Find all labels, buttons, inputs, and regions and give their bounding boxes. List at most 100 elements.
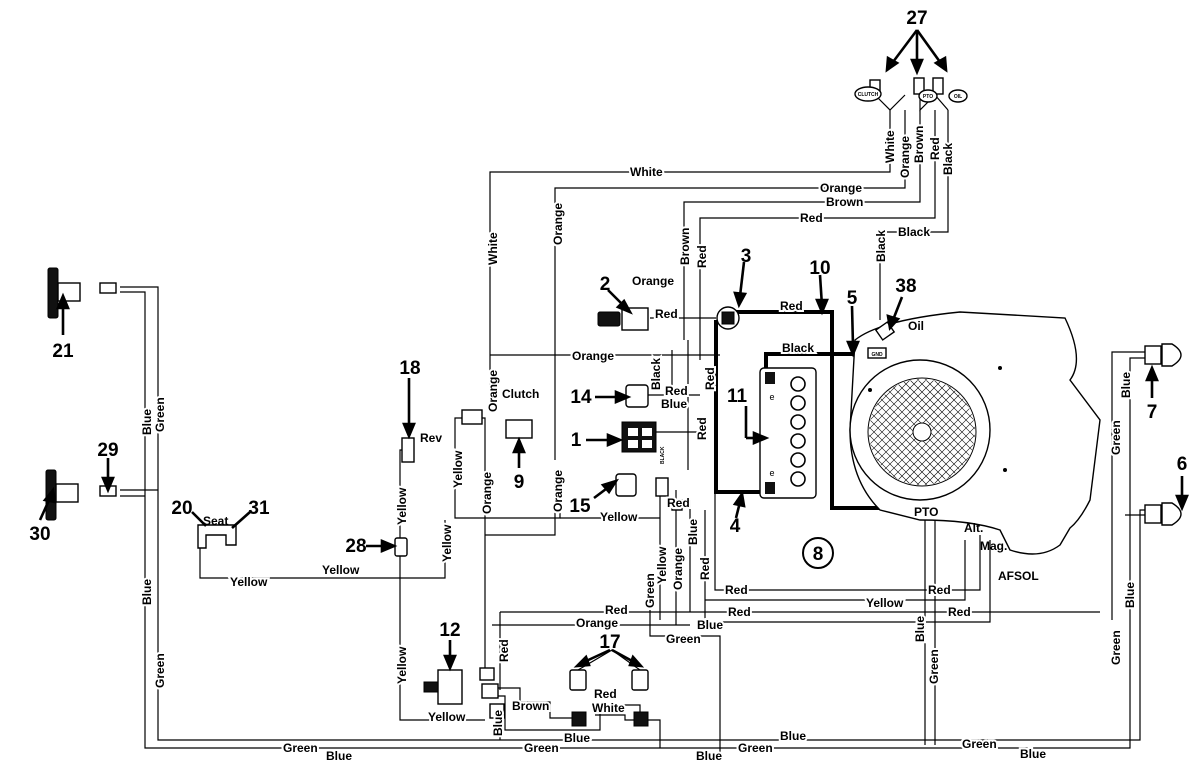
wire-label: Orange [480, 472, 494, 514]
wire-label: Yellow [230, 575, 268, 589]
wire-label: Orange [820, 181, 862, 195]
battery-cell-cap [790, 395, 806, 411]
wire-label: Red [695, 417, 709, 440]
connector-12b [481, 683, 499, 699]
key-switch-2-body [621, 307, 649, 331]
callout-arrows [38, 29, 1189, 672]
wire-label: Blue [140, 409, 154, 435]
wire-label: Orange [898, 136, 912, 178]
headlight-30-socket [55, 483, 79, 503]
wire-label: Orange [572, 349, 614, 363]
wire-label: Blue [913, 616, 927, 642]
seat-switch [197, 524, 237, 549]
connector-17a [571, 711, 587, 727]
terminal-label-black: BLACK [660, 446, 666, 464]
wire-label: Green [738, 741, 773, 755]
wires [120, 94, 1150, 760]
wire-label: Green [666, 632, 701, 646]
relay-9 [505, 419, 533, 439]
label-rev: Rev [420, 431, 442, 445]
wire-label: Blue [326, 749, 352, 763]
wire-label: Red [800, 211, 823, 225]
wire-label: Red [594, 687, 617, 701]
wire-label: Brown [678, 228, 692, 265]
wire-label: Red [665, 384, 688, 398]
wire-label: Blue [661, 397, 687, 411]
wire-label: Orange [486, 370, 500, 412]
switch-27-pto [918, 89, 938, 103]
wire-label: Blue [564, 731, 590, 745]
battery-plus-symbol: e [769, 468, 774, 478]
wire-label: Black [649, 358, 663, 390]
callout-31: 31 [248, 498, 270, 519]
wire-white-top [489, 110, 891, 355]
wire-red-17 [498, 695, 641, 731]
wire-label: Green [927, 649, 941, 684]
wire-white-17 [595, 714, 661, 748]
wire-label: Red [928, 137, 942, 160]
battery-cell-cap [790, 471, 806, 487]
key-switch-2 [597, 311, 621, 327]
wire-label: Blue [696, 749, 722, 763]
label-mag: Mag. [980, 539, 1007, 553]
headlight-21 [47, 267, 59, 319]
callout-30: 30 [29, 524, 50, 545]
wire-label: Black [874, 230, 888, 262]
wire-label: Orange [551, 470, 565, 512]
label-afsol: AFSOL [998, 569, 1039, 583]
label-oil: Oil [908, 319, 924, 333]
wire-label: Blue [686, 519, 700, 545]
wire-red-mag [704, 540, 991, 623]
cable-4 [714, 320, 764, 494]
taillight-6-socket [1144, 504, 1162, 524]
wire-label: Black [941, 143, 955, 175]
wire-red-alt [714, 445, 981, 591]
taillight-7-bulb [1161, 343, 1182, 367]
taillight-6-bulb [1161, 502, 1182, 526]
callout-3: 3 [741, 246, 752, 267]
wire-label: White [883, 130, 897, 163]
wire-label: Red [928, 583, 951, 597]
connector-15b [671, 499, 683, 511]
callout-10: 10 [809, 258, 830, 279]
wire-labels: White Orange Brown Red Black Red Red Bla… [138, 124, 1139, 765]
wire-green-12 [649, 610, 721, 760]
wire-label: Yellow [395, 487, 409, 525]
wire-label: Blue [1123, 582, 1137, 608]
battery: e e [759, 367, 817, 499]
wire-label: Red [695, 245, 709, 268]
wire-label: Red [728, 605, 751, 619]
callout-5: 5 [847, 288, 858, 309]
flywheel-hub [912, 422, 932, 442]
wire-yellow-m [705, 540, 966, 601]
battery-minus-symbol: e [769, 392, 774, 402]
wire-label: Yellow [322, 563, 360, 577]
diode-28 [394, 537, 408, 557]
engine [849, 311, 1101, 555]
label-orange-top: Orange [632, 274, 674, 288]
label-pto: PTO [914, 505, 938, 519]
wire-blue-left [120, 291, 690, 749]
wire-label: Red [948, 605, 971, 619]
callout-numbers: 27 21 30 29 2 3 10 5 38 14 1 11 9 15 4 7… [29, 8, 1187, 653]
wire-brown-17 [498, 687, 578, 719]
ignition-switch-12-key [423, 681, 439, 693]
label-clutch: Clutch [502, 387, 539, 401]
connector-12a [479, 667, 495, 681]
wire-label: White [592, 701, 625, 715]
battery-terminal-top [765, 372, 775, 384]
wire-label: Red [655, 307, 678, 321]
wire-label: Yellow [428, 710, 466, 724]
switch-label-pto: PTO [923, 94, 933, 100]
wire-orange-v4 [485, 470, 556, 536]
terminal-label-gnd: GND [871, 352, 883, 358]
wire-label: Yellow [866, 596, 904, 610]
solenoid-3-core [721, 311, 735, 325]
callout-28: 28 [345, 536, 366, 557]
callout-20: 20 [171, 498, 192, 519]
switch-label-clutch: CLUTCH [858, 92, 879, 98]
battery-cell-cap [790, 376, 806, 392]
wire-label: Red [605, 603, 628, 617]
battery-case [759, 367, 817, 499]
wire-label: Red [703, 367, 717, 390]
